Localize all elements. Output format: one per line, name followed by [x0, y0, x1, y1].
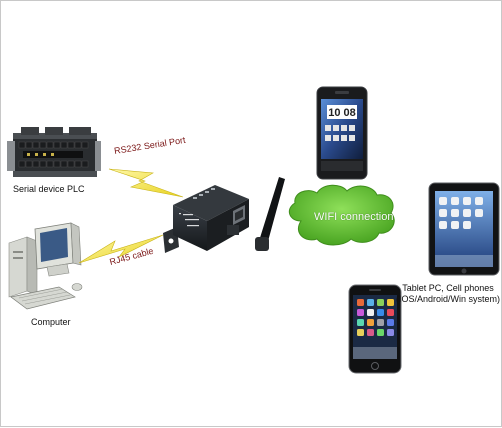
iphone-icon: [348, 284, 402, 374]
svg-text:10 08: 10 08: [328, 107, 356, 119]
tablet-label-line1: Tablet PC, Cell phones: [402, 283, 494, 293]
tablet-label-line2: (IOS/Android/Win system): [395, 294, 501, 304]
lightning-bolt-icon: [108, 168, 184, 198]
wifi-cloud-icon: [288, 184, 395, 246]
android-phone-icon: 10 08: [316, 86, 368, 180]
wifi-server-device-icon: [163, 177, 285, 253]
computer-icon: [8, 222, 83, 310]
plc-label: Serial device PLC: [13, 184, 85, 194]
tablet-icon: [428, 182, 500, 276]
plc-device-icon: [7, 127, 101, 177]
wifi-connection-label: WIFI connection: [314, 211, 394, 223]
antenna-icon: [255, 177, 285, 251]
lightning-bolt-icon: [78, 234, 164, 264]
computer-label: Computer: [31, 317, 71, 327]
